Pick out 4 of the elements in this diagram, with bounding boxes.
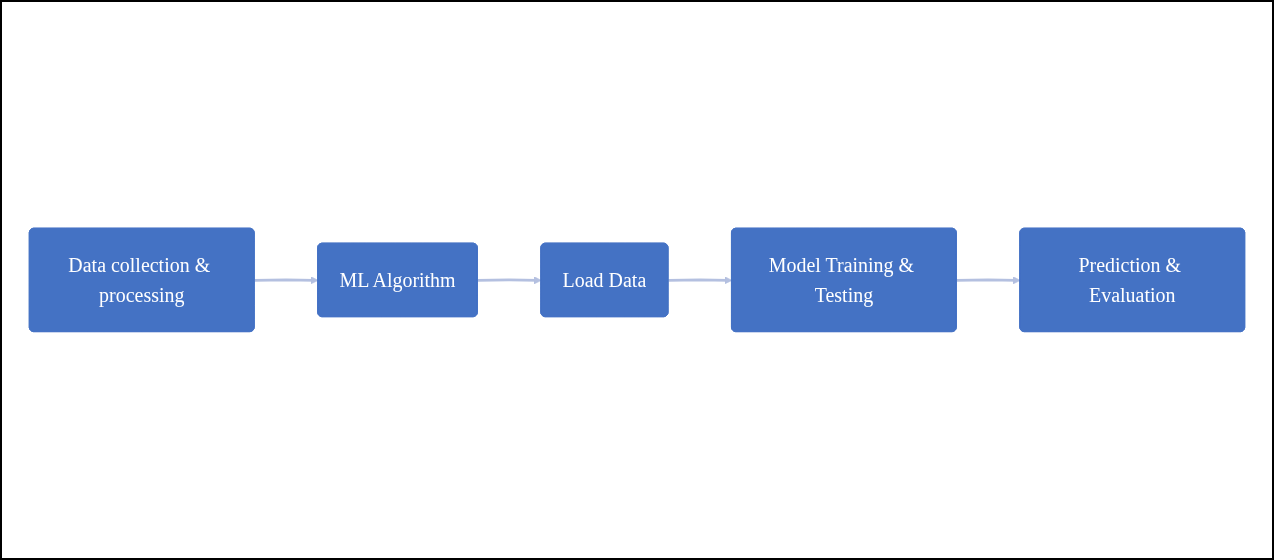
- arrow: [254, 276, 319, 285]
- arrow: [477, 276, 542, 285]
- arrow: [668, 276, 733, 285]
- arrow: [956, 276, 1021, 285]
